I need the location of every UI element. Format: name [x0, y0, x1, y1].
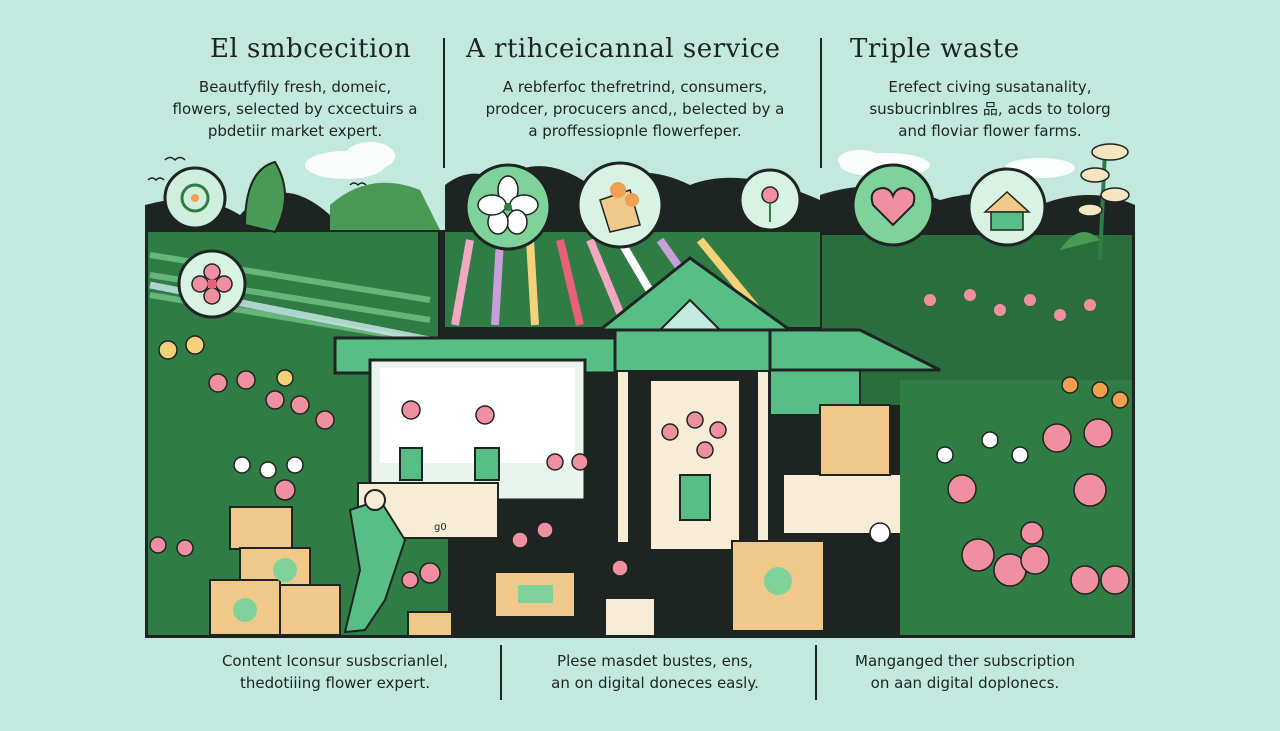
- target-icon: [163, 166, 227, 230]
- column-2-description-line: A rebferfoc thefretrind, consumers,: [502, 78, 768, 96]
- bouquet-icon: [576, 161, 664, 249]
- large-leaf: [243, 160, 286, 234]
- box-leaf-stickers: [233, 558, 792, 622]
- pink-flower-icon: [177, 249, 247, 319]
- column-3-title: Triple waste: [850, 34, 1020, 64]
- worker-left: [343, 489, 407, 634]
- column-2-title: A rtihceicannal service: [466, 34, 781, 64]
- column-1-footer-line: thedotiiing flower expert.: [240, 674, 430, 692]
- white-flower-icon: [464, 163, 552, 251]
- column-3-footer-line: on aan digital doplonecs.: [870, 674, 1060, 692]
- column-3-description-line: susbucrinblres 品, acds to tolorg: [869, 100, 1111, 118]
- column-3-description: Erefect civing susatanality, susbucrinbl…: [845, 76, 1135, 142]
- divider-bottom-1: [500, 645, 502, 700]
- column-3-footer: Manganged ther subscription on aan digit…: [830, 650, 1100, 694]
- home-icon: [967, 167, 1047, 247]
- foreground-flower-pots: [401, 453, 656, 637]
- column-1-footer: Content Iconsur susbscrianlel, thedotiii…: [185, 650, 485, 694]
- column-1-description-line: Beautfyfily fresh, domeic,: [198, 78, 392, 96]
- right-flower-bushes: [869, 376, 1132, 635]
- column-1-footer-line: Content Iconsur susbscrianlel,: [221, 652, 449, 670]
- column-3-description-line: Erefect civing susatanality,: [888, 78, 1092, 96]
- clouds: [305, 142, 1075, 179]
- potted-plant-center: [661, 411, 727, 521]
- divider-top-1: [443, 38, 445, 168]
- column-1-title: El smbcecition: [210, 34, 412, 64]
- printer-machine: [819, 404, 891, 476]
- column-2-description: A rebferfoc thefretrind, consumers, prod…: [455, 76, 815, 142]
- shop-counter-right: [782, 473, 909, 535]
- column-3-footer-line: Manganged ther subscription: [855, 652, 1075, 670]
- potted-plant-window-right: [474, 405, 500, 481]
- column-1-description-line: pbdetiir market expert.: [207, 122, 383, 140]
- column-2-footer-line: an on digital doneces easly.: [551, 674, 759, 692]
- column-1-description: Beautfyfily fresh, domeic, flowers, sele…: [150, 76, 440, 142]
- flower-card-icon: [738, 168, 802, 232]
- right-flower-field: [822, 235, 1132, 405]
- green-hill: [330, 182, 440, 230]
- column-2-footer: Plese masdet bustes, ens, an on digital …: [520, 650, 790, 694]
- divider-bottom-2: [815, 645, 817, 700]
- column-2-description-line: a proffessiopnle flowerfeper.: [528, 122, 742, 140]
- column-1-description-line: flowers, selected by cxcectuirs a: [172, 100, 418, 118]
- divider-top-2: [820, 38, 822, 168]
- potted-plant-window-left: [399, 400, 423, 481]
- heart-icon: [851, 163, 935, 247]
- column-2-footer-line: Plese masdet bustes, ens,: [557, 652, 753, 670]
- tall-white-flower: [1060, 143, 1130, 261]
- column-3-description-line: and floviar flower farms.: [898, 122, 1082, 140]
- box-label: g0: [434, 522, 447, 533]
- column-2-description-line: prodcer, procucers ancd,, belected by a: [485, 100, 785, 118]
